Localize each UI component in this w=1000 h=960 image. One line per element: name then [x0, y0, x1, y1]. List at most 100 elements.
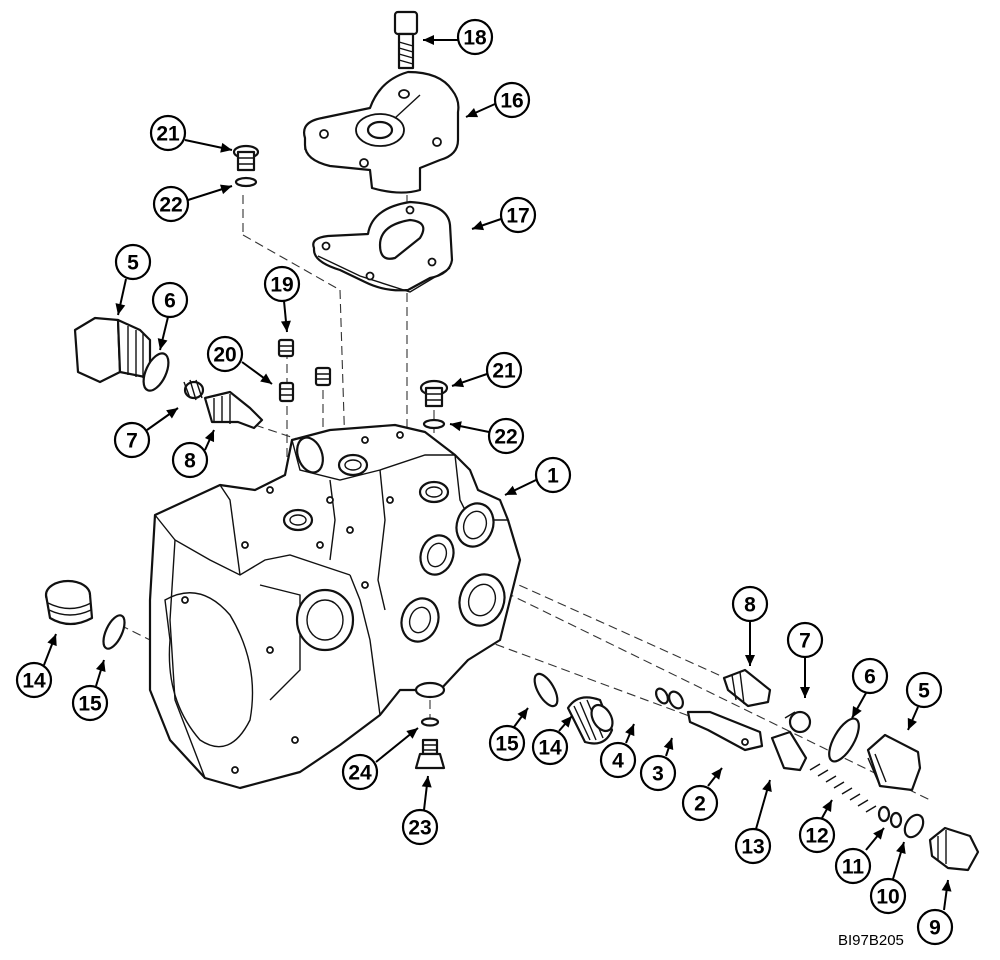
callout-number: 11 — [842, 856, 865, 879]
callout-2: 2 — [681, 767, 723, 822]
callout-number: 6 — [164, 290, 176, 313]
callout-3: 3 — [639, 737, 677, 792]
callout-arrowhead — [907, 717, 917, 730]
callout-number: 21 — [156, 123, 180, 146]
bolt-part — [393, 10, 419, 70]
callout-circle — [916, 908, 954, 946]
callout-arrowhead — [421, 776, 432, 788]
callout-8: 8 — [171, 429, 215, 479]
callout-number: 24 — [348, 762, 372, 785]
callout-arrowhead — [472, 220, 485, 231]
right-upper-plug-part — [419, 379, 449, 430]
callout-arrowhead — [745, 655, 755, 666]
left-plug-parts — [44, 579, 126, 650]
callout-number: 14 — [538, 737, 562, 760]
callout-7: 7 — [786, 621, 824, 698]
upper-plug-part — [232, 144, 260, 188]
callout-circle — [786, 621, 824, 659]
callout-number: 10 — [876, 886, 899, 909]
callout-arrowhead — [896, 842, 906, 854]
callout-22: 22 — [449, 417, 525, 455]
cover-plate-part — [303, 70, 460, 194]
callout-arrowhead — [204, 430, 215, 443]
callout-5: 5 — [114, 243, 152, 316]
callout-number: 6 — [864, 666, 876, 689]
callout-13: 13 — [734, 779, 772, 865]
callout-number: 14 — [22, 670, 46, 693]
pump-housing-part — [148, 423, 522, 790]
callout-number: 21 — [492, 360, 516, 383]
callout-arrowhead — [450, 421, 462, 432]
callout-12: 12 — [798, 799, 836, 854]
callout-circle — [206, 335, 244, 373]
callout-arrowhead — [452, 377, 465, 388]
callout-number: 17 — [506, 205, 529, 228]
callout-arrowhead — [95, 660, 106, 672]
callout-arrowhead — [423, 35, 434, 45]
callout-23: 23 — [401, 775, 439, 846]
callout-number: 20 — [213, 344, 236, 367]
callout-circle — [487, 417, 525, 455]
callout-number: 19 — [270, 274, 293, 297]
callout-circle — [341, 753, 379, 791]
callout-arrowhead — [220, 184, 232, 195]
callout-circle — [531, 728, 569, 766]
callout-circle — [851, 657, 889, 695]
callout-circle — [499, 196, 537, 234]
callout-number: 4 — [612, 750, 624, 773]
callout-arrowhead — [47, 634, 57, 647]
callout-number: 8 — [744, 594, 756, 617]
callout-arrowhead — [561, 716, 572, 728]
right-valve-stack-parts — [533, 668, 980, 872]
callout-1: 1 — [504, 456, 572, 496]
callout-circle — [171, 441, 209, 479]
callout-11: 11 — [834, 827, 885, 885]
callout-number: 5 — [918, 680, 930, 703]
callout-arrowhead — [115, 303, 126, 315]
callout-circle — [599, 741, 637, 779]
callout-circle — [263, 265, 301, 303]
callout-arrowhead — [220, 142, 232, 153]
callout-arrowhead — [852, 705, 862, 718]
callout-number: 5 — [127, 252, 139, 275]
callout-arrowhead — [800, 687, 810, 698]
callout-circle — [113, 421, 151, 459]
callout-arrowhead — [260, 373, 272, 384]
callout-number: 16 — [500, 90, 523, 113]
callout-arrowhead — [663, 738, 674, 751]
callout-circle — [151, 281, 189, 319]
callout-circle — [15, 661, 53, 699]
callout-circle — [905, 671, 943, 709]
callout-19: 19 — [263, 265, 301, 333]
callout-number: 12 — [805, 825, 828, 848]
callout-18: 18 — [423, 18, 494, 56]
upper-left-valve-parts — [73, 316, 264, 430]
callout-16: 16 — [465, 81, 531, 119]
callout-9: 9 — [916, 879, 954, 946]
callout-21: 21 — [149, 114, 233, 153]
callout-20: 20 — [206, 335, 273, 385]
callout-number: 7 — [126, 430, 138, 453]
callout-arrowhead — [762, 780, 772, 792]
callout-6: 6 — [851, 657, 889, 719]
callout-circle — [485, 351, 523, 389]
callout-14: 14 — [15, 633, 57, 699]
callout-number: 2 — [694, 793, 706, 816]
callout-arrowhead — [711, 768, 722, 780]
callout-circle — [152, 185, 190, 223]
small-plug-parts — [277, 338, 332, 403]
callout-arrowhead — [280, 320, 291, 332]
callout-circle — [731, 585, 769, 623]
callout-circle — [71, 684, 109, 722]
callout-arrowhead — [406, 728, 418, 739]
callout-circle — [149, 114, 187, 152]
callout-number: 3 — [652, 763, 664, 786]
callout-circle — [401, 808, 439, 846]
callout-arrowhead — [466, 107, 479, 118]
callout-number: 15 — [78, 693, 102, 716]
callout-8: 8 — [731, 585, 769, 666]
callout-21: 21 — [451, 351, 523, 389]
callout-number: 15 — [495, 733, 519, 756]
